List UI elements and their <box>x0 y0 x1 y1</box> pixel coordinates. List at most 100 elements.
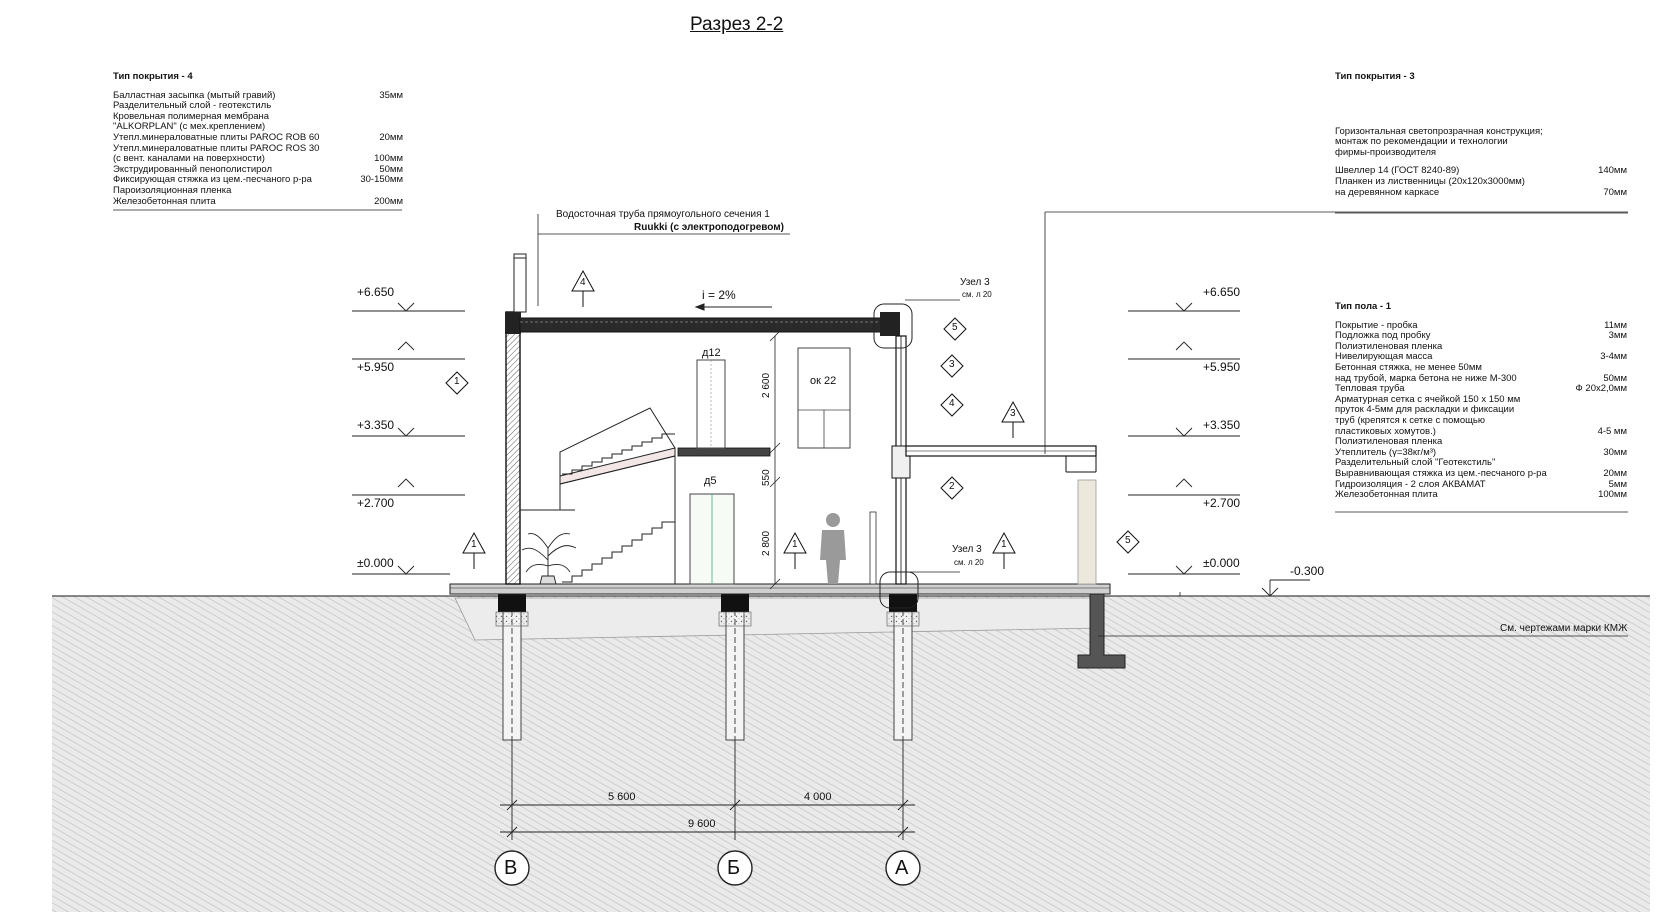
section-marker-4 <box>940 393 964 417</box>
roof-type-4-row: Кровельная полимерная мембрана <box>113 110 403 123</box>
roof-type-3-row: Планкен из лиственницы (20х120х3000мм) <box>1335 175 1627 188</box>
roof-type-3-row: на деревянном каркасе 70мм <box>1335 186 1627 199</box>
roof-type-4-row: Фиксирующая стяжка из цем.-песчаного р-р… <box>113 175 403 186</box>
roof-type-3-row-label: Планкен из лиственницы (20х120х3000мм) <box>1335 175 1525 187</box>
axis-v-label: В <box>504 857 518 879</box>
roof-type-4-row: "ALKORPLAN" (с мех.креплением) <box>113 122 403 133</box>
floor-type-1-row-value: 50мм <box>1603 372 1627 384</box>
section-marker-1 <box>992 531 1016 554</box>
floor-type-1-header: Тип пола - 1 <box>1335 301 1392 312</box>
staircase <box>520 407 676 584</box>
level-6650-left: +6.650 <box>357 285 395 299</box>
dim-9600: 9 600 <box>688 818 716 830</box>
section-marker-label: 3 <box>1010 408 1016 419</box>
floor-type-1-row-label: пластиковых хомутов.) <box>1335 425 1436 437</box>
roof-type-3-row-value: 140мм <box>1598 165 1627 177</box>
roof-type-3-row-label: на деревянном каркасе <box>1335 186 1440 198</box>
section-marker-label: 4 <box>580 277 586 288</box>
level-3350-left: +3.350 <box>357 418 395 432</box>
drain-pipe <box>513 253 527 313</box>
roof-type-4-row: (с вент. каналами на поверхности)100мм <box>113 154 403 165</box>
roof-type-4-row-value: 100мм <box>374 153 403 165</box>
section-marker-label: 2 <box>949 481 955 492</box>
section-marker-3 <box>940 354 964 378</box>
dim-2800: 2 800 <box>761 530 772 556</box>
drawing-title: Разрез 2-2 <box>690 14 784 35</box>
floor-type-1-row-value: 20мм <box>1603 467 1627 479</box>
floor-type-1-row-label: труб (крепятся к сетке с помощью <box>1335 414 1485 426</box>
roof-type-4-row-value: 30-150мм <box>360 174 403 186</box>
axis-a-label: А <box>895 857 909 879</box>
roof-type-4-row-value: 35мм <box>379 89 403 101</box>
node-top-ref: см. л 20 <box>962 290 992 299</box>
section-marker-label: 1 <box>454 376 460 387</box>
node-3-top-detail <box>873 303 913 349</box>
dim-550: 550 <box>761 469 772 486</box>
roof-type-4-spec: Тип покрытия - 4 Балластная засыпка (мыт… <box>113 71 403 208</box>
section-marker-1 <box>445 371 469 395</box>
axis-bubbles <box>494 850 921 886</box>
section-marker-1 <box>783 531 807 554</box>
kmzh-note: См. чертежами марки КМЖ <box>1500 623 1628 634</box>
slope-arrow <box>694 303 772 311</box>
floor-type-1-row-label: Железобетонная плита <box>1335 489 1438 501</box>
section-marker-label: 1 <box>471 539 477 550</box>
floor-type-1-row-label: пруток 4-5мм для раскладки и фиксации <box>1335 404 1515 416</box>
section-marker-5 <box>1116 530 1140 554</box>
floor-slab <box>449 583 1111 595</box>
floor-type-1-row: Арматурная сетка с ячейкой 150 х 150 мм <box>1335 394 1627 406</box>
vertical-dimension <box>769 330 781 590</box>
level-2700-left: +2.700 <box>357 496 395 510</box>
roof-type-4-row-value: 200мм <box>374 195 403 207</box>
roof-type-4-row: Пароизоляционная пленка <box>113 185 403 197</box>
node-bottom-name: Узел 3 <box>952 544 982 555</box>
floor-type-1-row-label: Тепловая труба <box>1335 383 1405 395</box>
roof-type-4-row-label: Экструдированный пенополистирол <box>113 163 273 175</box>
level-marks-left <box>352 302 465 575</box>
level-0000-left: ±0.000 <box>357 556 394 570</box>
door-d12-label: д12 <box>702 347 721 359</box>
roof-type-4-row-label: Кровельная полимерная мембрана <box>113 110 270 122</box>
roof-type-4-row: Утепл.минераловатные плиты PAROC ROS 30 <box>113 143 403 155</box>
roof-type-4-row-value: 20мм <box>379 131 403 143</box>
node-bottom-ref: см. л 20 <box>954 558 984 567</box>
floor-type-1-row: труб (крепятся к сетке с помощью <box>1335 414 1627 427</box>
section-marker-label: 5 <box>952 322 958 333</box>
wooden-screen <box>1077 479 1097 585</box>
drain-note-line-2: Ruukki (с электроподогревом) <box>634 222 784 233</box>
floor-type-1-row: пластиковых хомутов.)4-5 мм <box>1335 425 1627 438</box>
roof-type-4-row: Балластная засыпка (мытый гравий)35мм <box>113 89 403 102</box>
dim-2600: 2 600 <box>761 372 772 398</box>
slope-label: i = 2% <box>702 288 736 302</box>
section-marker-3 <box>1001 400 1025 423</box>
section-marker-label: 3 <box>949 359 955 370</box>
roof-type-4-row-label: Разделительный слой - геотекстиль <box>113 100 272 112</box>
level-marks-right <box>1128 302 1310 597</box>
floor-type-1-row: Утеплитель (γ=38кг/м³)30мм <box>1335 446 1627 459</box>
level-0000-right: ±0.000 <box>1203 556 1240 570</box>
floor-type-1-row-value: 3мм <box>1608 330 1627 342</box>
door-d5-label: д5 <box>704 475 717 487</box>
roof-type-4-row: Разделительный слой - геотекстиль <box>113 101 403 112</box>
floor-type-1-row-value: 30мм <box>1603 446 1627 458</box>
axis-dimensions <box>500 740 915 840</box>
roof-type-3-row-value: 70мм <box>1603 186 1627 198</box>
section-marker-1 <box>462 531 486 554</box>
roof-slab <box>519 317 899 333</box>
roof-type-3-desc-line: Горизонтальная светопрозрачная конструкц… <box>1335 125 1543 137</box>
floor-type-1-row-label: Бетонная стяжка, не менее 50мм <box>1335 361 1482 373</box>
roof-type-4-header: Тип покрытия - 4 <box>113 71 193 82</box>
section-marker-label: 4 <box>949 398 955 409</box>
section-marker-2 <box>940 476 964 500</box>
dim-5600: 5 600 <box>608 791 636 803</box>
floor-type-1-row: Бетонная стяжка, не менее 50мм <box>1335 361 1627 374</box>
floor-type-1-row-label: Выравнивающая стяжка из цем.-песчаного р… <box>1335 467 1547 479</box>
